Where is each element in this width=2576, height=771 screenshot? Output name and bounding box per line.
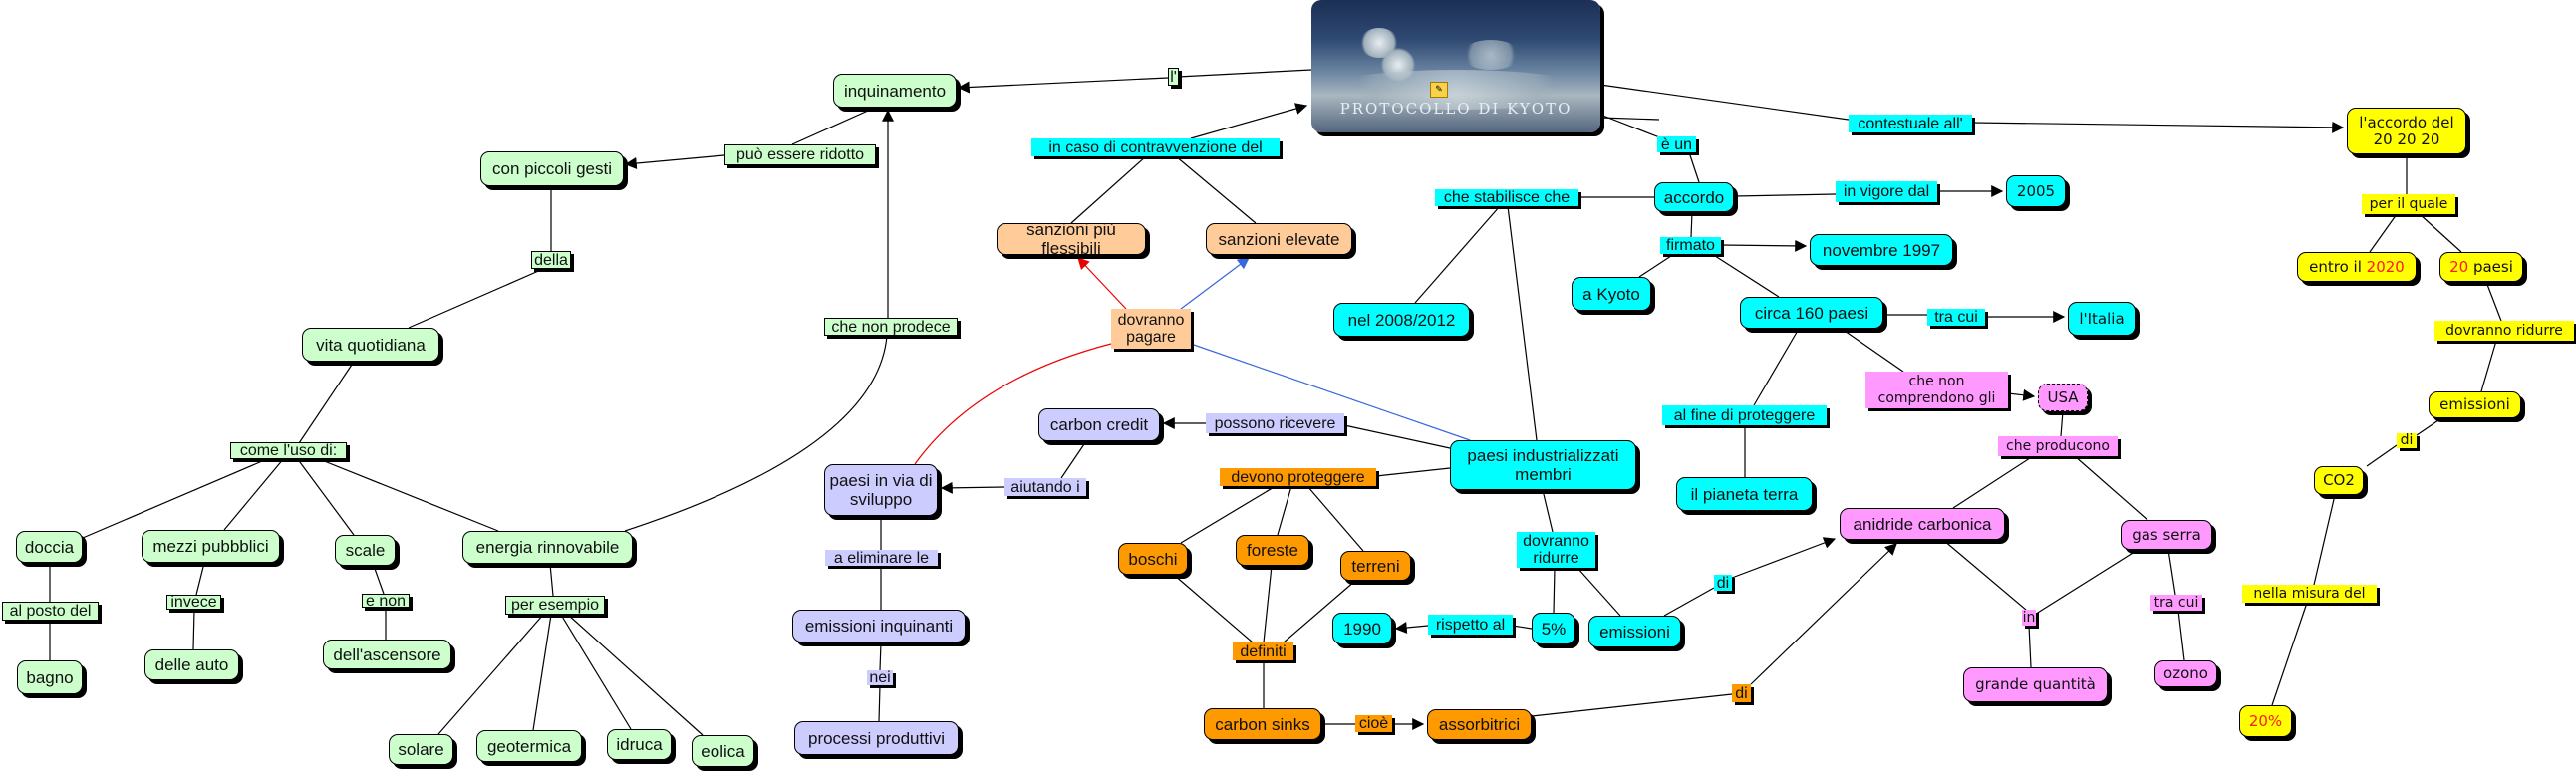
concept-novembre-1997[interactable]: novembre 1997 (1810, 234, 1953, 266)
link-a-eliminare-le: a eliminare le (825, 550, 938, 567)
concept-accordo[interactable]: accordo (1654, 182, 1734, 212)
link-tra-cui-pink: tra cui (2150, 595, 2202, 611)
concept-anidride-carbonica[interactable]: anidride carbonica (1840, 508, 2005, 540)
link-contestuale: contestuale all' (1849, 115, 1972, 132)
link-come-uso-di: come l'uso di: (230, 442, 347, 459)
concept-vita-quotidiana[interactable]: vita quotidiana (302, 328, 439, 362)
link-rispetto-al: rispetto al (1428, 615, 1513, 635)
concept-paesi-industrializzati-membri[interactable]: paesi industrializzati membri (1450, 440, 1636, 490)
concept-sanzioni-piu-flessibili[interactable]: sanzioni più flessibili (997, 220, 1146, 258)
link-che-non-prodece: che non prodece (824, 318, 958, 336)
concept-con-piccoli-gesti[interactable]: con piccoli gesti (480, 151, 624, 186)
concept-carbon-credit[interactable]: carbon credit (1038, 408, 1160, 441)
link-definiti: definiti (1233, 642, 1293, 660)
link-in-vigore-dal: in vigore dal (1836, 181, 1937, 202)
link-l-apos: l' (1168, 68, 1179, 86)
number-20: 20 (2449, 257, 2469, 276)
concept-emissioni-yellow[interactable]: emissioni (2429, 391, 2521, 418)
concept-energia-rinnovabile[interactable]: energia rinnovabile (462, 531, 633, 564)
concept-geotermica[interactable]: geotermica (476, 730, 582, 762)
concept-carbon-sinks[interactable]: carbon sinks (1204, 708, 1321, 740)
year-2020: 2020 (2366, 257, 2405, 276)
concept-boschi[interactable]: boschi (1118, 543, 1188, 575)
concept-circa-160-paesi[interactable]: circa 160 paesi (1740, 297, 1883, 329)
concept-2005[interactable]: 2005 (2006, 175, 2066, 207)
concept-doccia[interactable]: doccia (16, 531, 83, 563)
link-in: in (2022, 609, 2036, 626)
concept-ascensore[interactable]: dell'ascensore (323, 640, 451, 669)
concept-solare[interactable]: solare (389, 734, 453, 765)
paesi-text: paesi (2468, 257, 2513, 276)
link-dovranno-ridurre-yellow: dovranno ridurre (2434, 321, 2574, 341)
link-cioe: cioè (1355, 715, 1392, 732)
link-puo-essere-ridotto: può essere ridotto (724, 144, 876, 165)
concept-accordo-20-20-20[interactable]: l'accordo del 20 20 20 (2347, 108, 2466, 154)
link-invece: invece (166, 594, 221, 611)
link-in-caso-di-contravvenzione: in caso di contravvenzione del (1031, 138, 1280, 156)
kyoto-protocol-image-node[interactable]: ✎ PROTOCOLLO DI KYOTO (1311, 0, 1600, 132)
link-al-posto-del: al posto del (2, 602, 99, 621)
link-che-stabilisce-che: che stabilisce che (1435, 189, 1578, 206)
concept-terreni[interactable]: terreni (1340, 551, 1411, 581)
concept-inquinamento[interactable]: inquinamento (833, 74, 957, 108)
link-firmato: firmato (1660, 237, 1721, 254)
concept-sanzioni-elevate[interactable]: sanzioni elevate (1206, 223, 1352, 255)
note-icon[interactable]: ✎ (1430, 82, 1448, 98)
concept-emissioni-inquinanti[interactable]: emissioni inquinanti (792, 610, 966, 642)
concept-gas-serra[interactable]: gas serra (2121, 520, 2212, 550)
concept-5-percent[interactable]: 5% (1532, 613, 1575, 644)
link-e-non: e non (362, 593, 410, 610)
link-per-il-quale: per il quale (2362, 194, 2455, 214)
link-che-non-comprendono-gli: che non comprendono gli (1865, 372, 2008, 408)
concept-ozono[interactable]: ozono (2154, 660, 2217, 687)
concept-italia[interactable]: l'Italia (2068, 302, 2136, 336)
concept-a-kyoto[interactable]: a Kyoto (1572, 277, 1651, 311)
link-di-yellow: di (2397, 432, 2417, 448)
link-possono-ricevere: possono ricevere (1206, 413, 1344, 433)
concept-paesi-in-via-di-sviluppo[interactable]: paesi in via di sviluppo (824, 464, 938, 516)
concept-assorbitrici[interactable]: assorbitrici (1427, 709, 1532, 740)
concept-20-percent[interactable]: 20% (2239, 705, 2292, 737)
concept-co2[interactable]: CO2 (2314, 466, 2364, 495)
link-per-esempio: per esempio (505, 596, 605, 615)
link-di-orange: di (1732, 684, 1751, 702)
entro-il-text: entro il (2309, 257, 2367, 276)
concept-1990[interactable]: 1990 (1332, 613, 1392, 644)
map-title: PROTOCOLLO DI KYOTO (1339, 100, 1573, 118)
concept-nel-2008-2012[interactable]: nel 2008/2012 (1333, 303, 1470, 337)
concept-processi-produttivi[interactable]: processi produttivi (794, 721, 959, 755)
concept-delle-auto[interactable]: delle auto (144, 649, 239, 680)
concept-usa[interactable]: USA (2038, 384, 2088, 411)
concept-emissioni[interactable]: emissioni (1588, 616, 1681, 647)
link-al-fine-di-proteggere: al fine di proteggere (1662, 405, 1827, 425)
concept-eolica[interactable]: eolica (692, 735, 754, 767)
link-dovranno-ridurre: dovranno ridurre (1517, 532, 1595, 568)
concept-il-pianeta-terra[interactable]: il pianeta terra (1676, 477, 1813, 511)
concept-mezzi-pubblici[interactable]: mezzi pubbblici (142, 530, 280, 563)
link-devono-proteggere: devono proteggere (1220, 468, 1376, 486)
link-aiutando-i: aiutando i (1004, 478, 1086, 496)
link-dovranno-pagare: dovranno pagare (1111, 309, 1191, 349)
link-tra-cui: tra cui (1927, 309, 1985, 326)
concept-20-paesi[interactable]: 20 paesi (2439, 252, 2523, 282)
link-che-producono: che producono (1998, 436, 2118, 456)
concept-bagno[interactable]: bagno (17, 660, 83, 694)
concept-entro-il-2020[interactable]: entro il 2020 (2297, 252, 2417, 282)
concept-grande-quantita[interactable]: grande quantità (1963, 667, 2108, 702)
link-della: della (531, 251, 571, 269)
link-nei: nei (867, 669, 893, 686)
concept-idruca[interactable]: idruca (607, 729, 672, 760)
concept-foreste[interactable]: foreste (1236, 535, 1309, 566)
concept-scale[interactable]: scale (335, 535, 396, 566)
link-e-un: è un (1657, 136, 1696, 153)
link-nella-misura-del: nella misura del (2242, 585, 2377, 603)
link-di-cyan: di (1714, 575, 1732, 592)
